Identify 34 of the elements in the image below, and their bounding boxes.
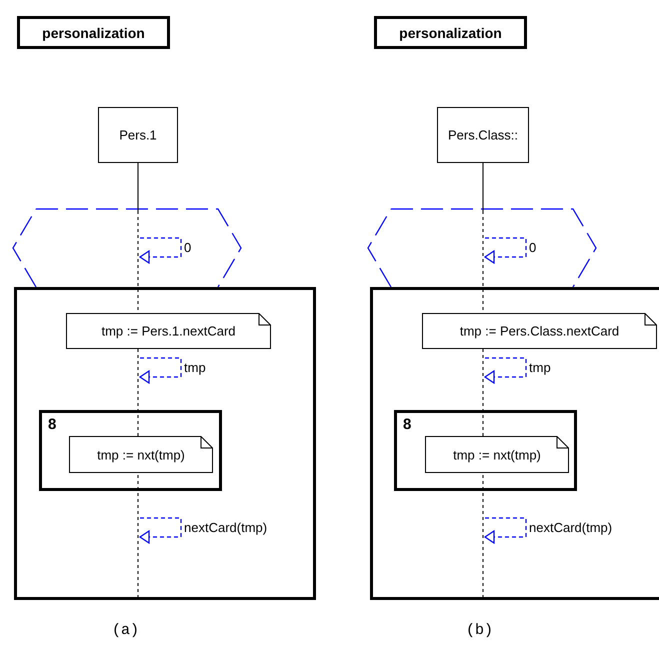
frame-box — [370, 287, 659, 600]
message-label: nextCard(tmp) — [529, 520, 612, 534]
instance-box — [437, 107, 529, 163]
frame-box — [14, 287, 316, 600]
instance-box — [98, 107, 178, 163]
loop-count: 8 — [48, 416, 56, 433]
message-label: 0 — [184, 240, 192, 254]
heading-text: personalization — [399, 24, 502, 40]
note-box — [66, 313, 271, 349]
loop-frame — [39, 410, 222, 491]
loop-count: 8 — [403, 416, 412, 433]
heading-box — [17, 16, 170, 49]
note-text: tmp := Pers.Class.nextCard — [460, 324, 620, 338]
note-text: tmp := nxt(tmp) — [453, 447, 541, 462]
note-text: tmp := Pers.1.nextCard — [101, 324, 236, 338]
note-text: tmp := nxt(tmp) — [97, 447, 185, 462]
message-label: 0 — [529, 240, 536, 254]
heading-text: personalization — [42, 24, 145, 40]
self-message-arrow — [139, 357, 182, 384]
instance-name: Pers.1 — [119, 128, 157, 142]
note-box — [422, 313, 657, 349]
self-message-arrow — [484, 517, 527, 544]
self-message-arrow — [484, 357, 527, 384]
note-box — [69, 436, 213, 473]
self-message-arrow — [139, 237, 182, 264]
message-label: nextCard(tmp) — [184, 520, 268, 534]
note-box — [425, 436, 569, 473]
instance-name: Pers.Class:: — [448, 128, 518, 142]
heading-box — [374, 16, 527, 49]
panel-caption: (a) — [112, 622, 140, 639]
self-message-arrow — [484, 237, 527, 264]
panel-caption: (b) — [466, 622, 494, 639]
self-message-arrow — [139, 517, 182, 544]
loop-frame — [394, 410, 577, 491]
